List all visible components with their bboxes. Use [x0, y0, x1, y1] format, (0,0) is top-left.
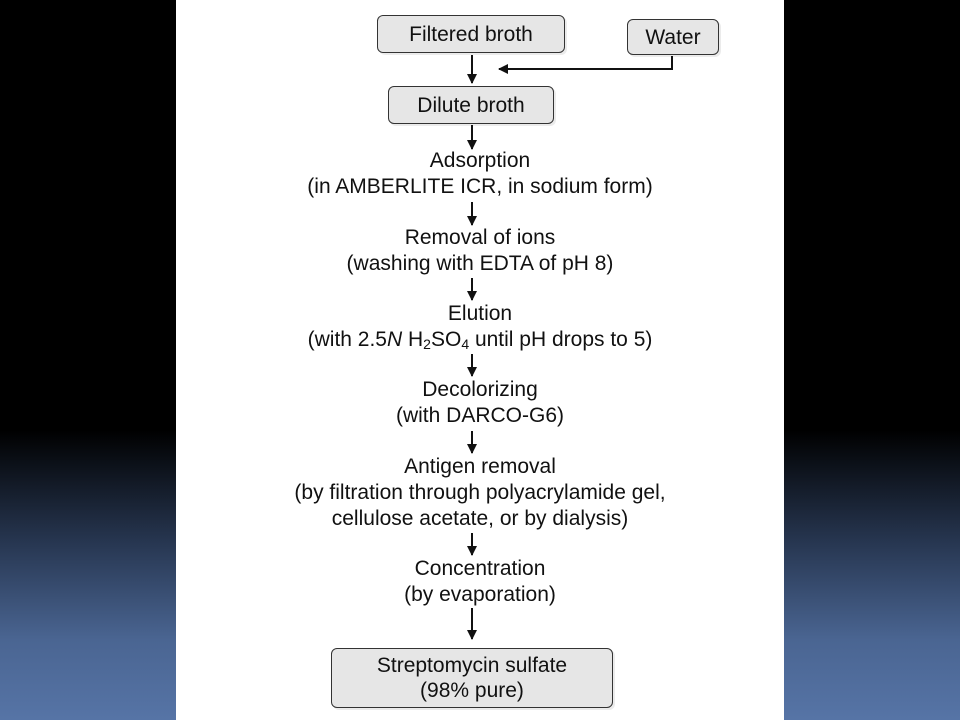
- step-decolorizing-detail: (with DARCO-G6): [395, 404, 564, 427]
- step-antigen-detail: (by filtration through polyacrylamide ge…: [294, 481, 666, 504]
- step-concentration-detail: (by evaporation): [404, 583, 556, 606]
- flowchart: Filtered broth Water Dilute broth Adsorp…: [176, 0, 784, 720]
- node-water-label: Water: [645, 25, 701, 49]
- step-removal-detail: (washing with EDTA of pH 8): [346, 252, 614, 275]
- step-removal-of-ions: Removal of ions (washing with EDTA of pH…: [176, 225, 784, 277]
- step-concentration: Concentration (by evaporation): [176, 556, 784, 608]
- step-adsorption: Adsorption (in AMBERLITE ICR, in sodium …: [176, 148, 784, 200]
- node-dilute-broth: Dilute broth: [388, 86, 554, 124]
- step-adsorption-title: Adsorption: [429, 149, 531, 172]
- step-antigen-removal: Antigen removal (by filtration through p…: [176, 454, 784, 532]
- node-dilute-broth-label: Dilute broth: [417, 93, 525, 117]
- node-final-line1: Streptomycin sulfate: [376, 654, 568, 677]
- step-elution: Elution (with 2.5N H2SO4 until pH drops …: [176, 301, 784, 357]
- node-filtered-broth: Filtered broth: [377, 15, 565, 53]
- elution-detail-sub1: 2: [423, 336, 431, 352]
- node-streptomycin-sulfate: Streptomycin sulfate (98% pure): [331, 648, 613, 708]
- arrow-water-to-flow: [498, 56, 673, 74]
- step-antigen-title: Antigen removal: [404, 455, 556, 478]
- step-adsorption-detail: (in AMBERLITE ICR, in sodium form): [307, 175, 653, 198]
- step-decolorizing: Decolorizing (with DARCO-G6): [176, 377, 784, 429]
- step-antigen-detail-2: cellulose acetate, or by dialysis): [331, 507, 629, 530]
- elution-detail-post: until pH drops to 5): [469, 328, 653, 351]
- elution-detail-mid: H: [402, 328, 424, 351]
- step-decolorizing-title: Decolorizing: [422, 378, 538, 401]
- step-removal-title: Removal of ions: [404, 226, 556, 249]
- elution-detail-pre: (with 2.5: [307, 328, 387, 351]
- step-elution-detail: (with 2.5N H2SO4 until pH drops to 5): [176, 327, 784, 357]
- elution-detail-mid2: SO: [430, 328, 462, 351]
- elution-detail-normality: N: [387, 328, 403, 351]
- elution-detail-sub2: 4: [461, 336, 470, 352]
- node-filtered-broth-label: Filtered broth: [409, 22, 533, 46]
- node-water: Water: [627, 19, 719, 55]
- step-concentration-title: Concentration: [414, 557, 546, 580]
- node-final-line2: (98% pure): [420, 679, 524, 702]
- slide-panel: Filtered broth Water Dilute broth Adsorp…: [176, 0, 784, 720]
- step-elution-title: Elution: [447, 302, 513, 325]
